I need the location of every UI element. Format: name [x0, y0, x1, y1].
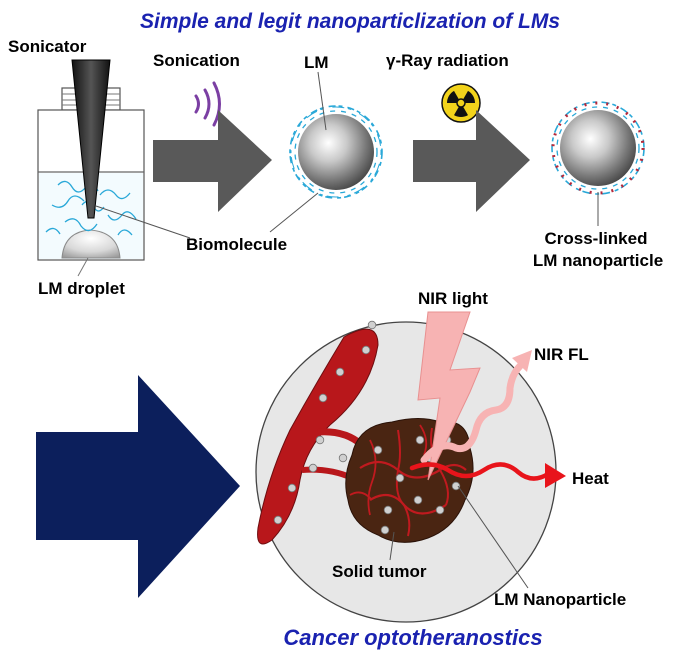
bottom-title: Cancer optotheranostics	[283, 625, 542, 650]
label-sonicator: Sonicator	[8, 37, 87, 56]
radiation-icon	[441, 83, 481, 123]
nir-fl-arrow	[420, 350, 532, 464]
heat-arrow	[409, 462, 566, 488]
lm-leader-line	[317, 71, 327, 131]
label-sonication: Sonication	[153, 51, 240, 70]
lm-particle	[289, 105, 383, 199]
label-lm-nanoparticle: LM Nanoparticle	[494, 590, 626, 609]
sound-wave-icon	[194, 81, 221, 127]
label-heat: Heat	[572, 469, 609, 488]
label-lm: LM	[304, 53, 329, 72]
top-title: Simple and legit nanoparticlization of L…	[140, 10, 560, 33]
nir-light-bolt	[417, 311, 481, 481]
label-biomolecule: Biomolecule	[186, 235, 287, 254]
droplet-leader-line	[77, 257, 89, 277]
label-nir-light: NIR light	[418, 289, 488, 308]
label-cross-linked-1: Cross-linked	[545, 229, 648, 248]
label-nir-fl: NIR FL	[534, 345, 589, 364]
label-lm-droplet: LM droplet	[38, 279, 125, 298]
process-arrow-2	[413, 110, 530, 212]
label-solid-tumor: Solid tumor	[332, 562, 427, 581]
nanoparticle-leader-line	[457, 485, 529, 589]
tumor-leader-line	[389, 531, 395, 561]
label-gamma-ray: γ-Ray radiation	[386, 51, 509, 70]
biomolecule-leader-right	[269, 192, 319, 233]
sonicator-probe	[71, 59, 111, 219]
process-arrow-1	[153, 110, 272, 212]
cross-linked-lm-nanoparticle	[551, 101, 645, 195]
label-cross-linked-2: LM nanoparticle	[533, 251, 663, 270]
big-arrow	[36, 375, 240, 598]
biomolecule-leader-left	[95, 205, 191, 239]
